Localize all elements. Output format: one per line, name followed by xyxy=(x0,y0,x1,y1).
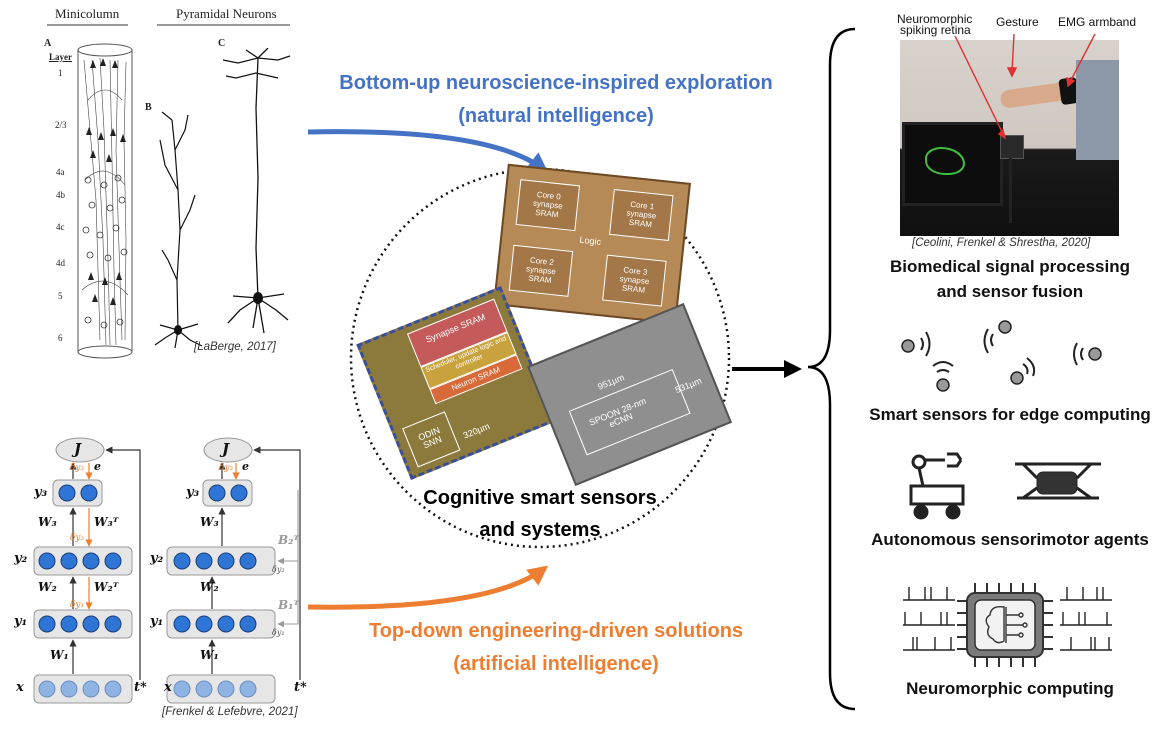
layer-label-2-3: 2/3 xyxy=(55,120,67,130)
blue-arrow xyxy=(307,129,549,173)
dfa-y1-label: y₁ xyxy=(150,614,164,629)
layer-label-1: 1 xyxy=(58,68,63,78)
spike-trains-left xyxy=(903,587,955,651)
retina-camera xyxy=(1000,135,1024,159)
letter-c: C xyxy=(218,38,226,49)
dfa-x-label: x xyxy=(164,680,172,695)
bp-network xyxy=(33,437,141,704)
dfa-network xyxy=(166,437,301,704)
dfa-cost-label: J xyxy=(222,440,230,458)
robot-drone-icons xyxy=(909,452,1101,520)
chip-four-core: Core 0 synapse SRAM Core 1 synapse SRAM … xyxy=(493,163,691,325)
pyramidal-neuron-c xyxy=(222,48,291,334)
layer-label-4d: 4d xyxy=(56,258,65,268)
chip1-core0: Core 0 synapse SRAM xyxy=(532,189,564,220)
dfa-target-label: t* xyxy=(294,680,307,695)
label-gesture: Gesture xyxy=(996,15,1039,29)
letter-b: B xyxy=(145,102,152,113)
dfa-b2t-label: B₂ᵀ xyxy=(278,533,300,547)
dfa-delta-y1: δy₁ xyxy=(272,628,285,637)
letter-a: A xyxy=(44,38,52,49)
laberge-citation: [LaBerge, 2017] xyxy=(194,341,276,353)
dfa-y2-label: y₂ xyxy=(150,551,164,566)
smart-sensors-label: Smart sensors for edge computing xyxy=(869,405,1151,424)
autonomous-agents-label: Autonomous sensorimotor agents xyxy=(871,530,1149,549)
label-retina-line2: spiking retina xyxy=(900,23,971,37)
smart-sensor-icons xyxy=(901,320,1102,392)
layer-label-4a: 4a xyxy=(56,167,65,177)
bp-w2-label: W₂ xyxy=(38,580,57,594)
bp-target-label: t* xyxy=(134,680,147,695)
bp-y1-label: y₁ xyxy=(14,614,28,629)
bp-w3-label: W₃ xyxy=(38,515,57,529)
robot-arm-icon xyxy=(909,452,965,520)
top-down-title-line2: (artificial intelligence) xyxy=(453,653,659,675)
layer-label-5: 5 xyxy=(58,291,63,301)
bp-x-label: x xyxy=(16,680,24,695)
layer-label-4c: 4c xyxy=(56,222,65,232)
spike-trains-right xyxy=(1060,587,1112,651)
chip1-core2: Core 2 synapse SRAM xyxy=(525,255,557,285)
biomedical-label-line2: and sensor fusion xyxy=(936,282,1084,301)
chip2-size: 320µm xyxy=(461,421,492,441)
dfa-b1t-label: B₁ᵀ xyxy=(278,598,300,612)
bp-w2t-label: W₂ᵀ xyxy=(94,580,119,594)
bp-y3-label: y₃ xyxy=(34,485,48,500)
layer-label-6: 6 xyxy=(58,333,63,343)
orange-arrow xyxy=(307,565,549,610)
chip1-core1: Core 1 synapse SRAM xyxy=(626,199,657,230)
drone-icon xyxy=(1015,462,1101,500)
top-down-title-line1: Top-down engineering-driven solutions xyxy=(368,620,744,642)
pyramidal-neuron-b xyxy=(154,111,203,349)
center-title-line1: Cognitive smart sensors xyxy=(423,487,657,509)
bp-y2-label: y₂ xyxy=(14,551,28,566)
frenkel-lefebvre-citation: [Frenkel & Lefebvre, 2021] xyxy=(162,706,298,718)
bp-delta-y1: δy₁ xyxy=(70,600,85,610)
monitor xyxy=(902,122,1003,206)
photo-pointers xyxy=(954,33,1096,140)
title-underlines xyxy=(47,24,290,26)
network-diagrams xyxy=(33,437,301,704)
neuromorphic-chip-icon xyxy=(903,583,1112,667)
bp-delta-y3: δy₃ xyxy=(70,463,85,473)
layer-header: Layer xyxy=(49,52,72,62)
label-emg-armband: EMG armband xyxy=(1058,15,1137,29)
dfa-error-label: e xyxy=(242,460,249,473)
bp-cost-label: J xyxy=(74,440,82,458)
label-retina-line1: Neuromorphic xyxy=(897,12,973,26)
dfa-w3-label: W₃ xyxy=(200,515,219,529)
brain-icon xyxy=(985,605,1028,644)
dfa-y3-label: y₃ xyxy=(186,485,200,500)
layer-label-4b: 4b xyxy=(56,190,65,200)
chip3-name: SPOON 28-nm eCNN xyxy=(587,395,648,430)
bottom-up-title-line1: Bottom-up neuroscience-inspired explorat… xyxy=(339,72,773,94)
sleeve xyxy=(1076,60,1119,160)
bottom-up-title-line2: (natural intelligence) xyxy=(458,105,654,127)
gesture-setup-photo xyxy=(900,40,1119,236)
processor-chip xyxy=(957,583,1053,667)
bp-w3t-label: W₃ᵀ xyxy=(94,515,119,529)
dfa-delta-y3: δy₃ xyxy=(219,463,234,473)
flow-arrows xyxy=(307,129,549,610)
applications-brace xyxy=(807,27,856,711)
chip1-logic: Logic xyxy=(579,234,602,247)
dfa-w1-label: W₁ xyxy=(200,648,219,662)
minicolumn-title: Minicolumn xyxy=(55,6,120,21)
pyramidal-title: Pyramidal Neurons xyxy=(176,6,277,21)
dfa-delta-y2: δy₂ xyxy=(272,565,285,574)
chip1-core3: Core 3 synapse SRAM xyxy=(619,265,650,295)
output-arrow xyxy=(732,360,802,378)
bp-error-label: e xyxy=(94,460,101,473)
neuromorphic-computing-label: Neuromorphic computing xyxy=(906,679,1114,698)
chip2-name: ODIN SNN xyxy=(416,424,444,451)
dfa-w2-label: W₂ xyxy=(200,580,219,594)
bp-delta-y2: δy₂ xyxy=(70,533,85,543)
ceolini-citation: [Ceolini, Frenkel & Shrestha, 2020] xyxy=(912,237,1091,249)
bp-w1-label: W₁ xyxy=(50,648,69,662)
minicolumn-illustration xyxy=(77,43,133,359)
center-title-line2: and systems xyxy=(479,519,601,541)
tripod xyxy=(1009,158,1012,223)
biomedical-label-line1: Biomedical signal processing xyxy=(890,257,1130,276)
